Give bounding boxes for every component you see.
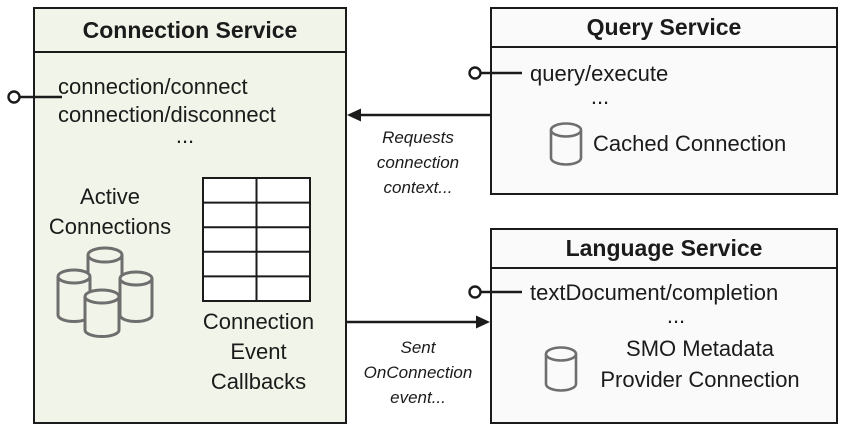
connection-service-title: Connection Service	[35, 9, 345, 53]
query-service-box: Query Service	[490, 7, 838, 195]
sent-onconnection-event-label: Sent OnConnection event...	[350, 335, 486, 410]
cached-connection-database-icon	[548, 121, 584, 167]
smo-metadata-provider-label: SMO Metadata Provider Connection	[590, 333, 810, 395]
query-service-title: Query Service	[492, 9, 836, 48]
table-grid-icon	[202, 177, 311, 302]
sent-onconnection-arrow	[347, 315, 490, 329]
active-connections-line2: Connections	[48, 214, 172, 239]
method-query-execute: query/execute	[530, 61, 669, 86]
connection-event-callbacks-label: Connection Event Callbacks	[190, 307, 327, 397]
callbacks-line2: Event	[230, 339, 287, 364]
language-service-box: Language Service	[490, 228, 838, 424]
connection-service-methods: connection/connect connection/disconnect	[58, 73, 276, 129]
callbacks-line3: Callbacks	[210, 369, 307, 394]
connection-methods-ellipsis: ...	[175, 123, 195, 148]
smo-label-line1: SMO Metadata	[626, 336, 774, 361]
requests-connection-context-label: Requests connection context...	[350, 125, 486, 200]
callbacks-line1: Connection	[202, 309, 315, 334]
method-textdocument-completion: textDocument/completion	[530, 280, 779, 305]
sent-label-line1: Sent	[400, 338, 436, 357]
active-connections-line1: Active	[80, 184, 140, 209]
smo-provider-database-icon	[543, 345, 579, 393]
cached-connection-label: Cached Connection	[593, 131, 787, 156]
smo-label-line2: Provider Connection	[600, 367, 800, 392]
query-methods-ellipsis: ...	[590, 84, 610, 109]
method-connection-disconnect: connection/disconnect	[58, 102, 276, 127]
database-cluster-icon	[55, 245, 155, 340]
language-service-title: Language Service	[492, 230, 836, 269]
requests-label-line1: Requests	[382, 128, 454, 147]
language-methods-ellipsis: ...	[666, 303, 686, 328]
requests-connection-arrow	[347, 108, 490, 122]
sent-label-line3: event...	[390, 388, 446, 407]
requests-label-line2: connection	[376, 153, 460, 172]
requests-label-line3: context...	[383, 178, 453, 197]
method-connection-connect: connection/connect	[58, 74, 248, 99]
active-connections-label: Active Connections	[45, 182, 175, 242]
sent-label-line2: OnConnection	[363, 363, 473, 382]
